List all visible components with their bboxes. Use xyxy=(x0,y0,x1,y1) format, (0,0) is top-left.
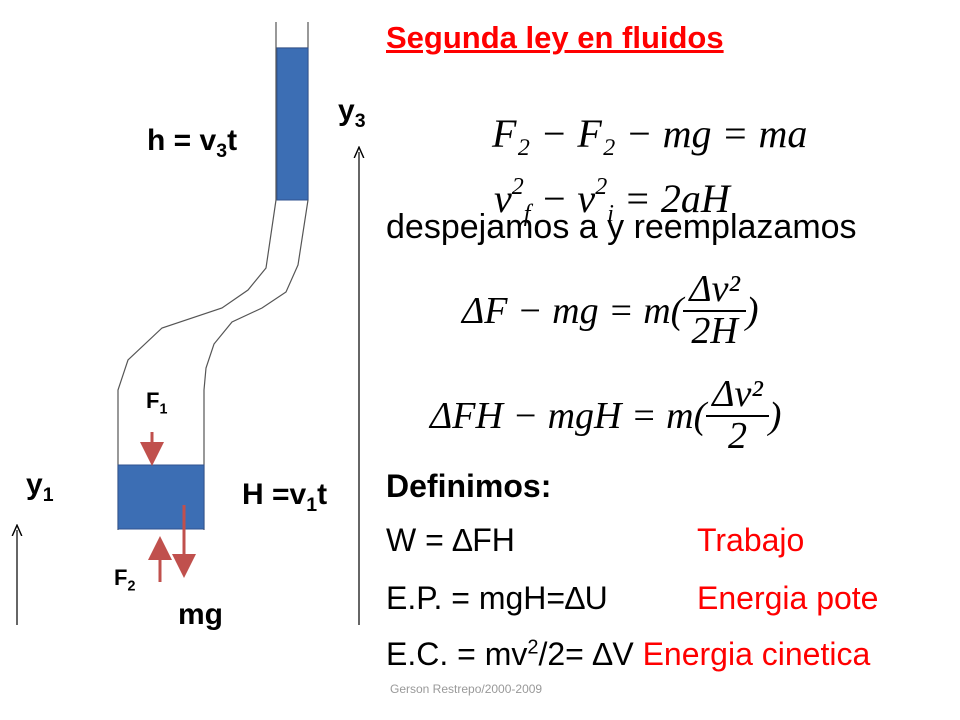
eq2-rhs: = 2aH xyxy=(613,176,730,221)
definition-w: W = ∆FH xyxy=(386,522,515,558)
eq3-denominator: 2H xyxy=(691,309,738,352)
definition-ec-post: /2= ∆V xyxy=(538,636,634,672)
upper-fluid-block xyxy=(276,47,309,201)
label-y1-text: y xyxy=(26,468,43,501)
eq2-v-final: ν xyxy=(494,176,512,221)
label-H-text: H =v xyxy=(242,478,307,511)
label-y1: y1 xyxy=(26,468,54,507)
eq3-left: ΔF − mg = m( xyxy=(462,289,684,332)
eq2-sub-f: f xyxy=(523,201,531,227)
label-h-text: h = v xyxy=(147,124,217,157)
label-y3: y3 xyxy=(338,94,366,133)
label-f1-text: F xyxy=(146,388,160,413)
definition-ep-label: Energia pote xyxy=(697,580,879,616)
eq2-sup-2: 2 xyxy=(595,174,608,200)
label-H-sub: 1 xyxy=(306,494,318,516)
label-h: h = v3t xyxy=(147,124,237,163)
footer-credit: Gerson Restrepo/2000-2009 xyxy=(390,682,543,696)
label-f2-text: F xyxy=(114,565,128,590)
eq2-sub-i: i xyxy=(607,201,614,227)
equation-2: ν2f − ν2i = 2aH xyxy=(494,174,730,228)
label-y3-text: y xyxy=(338,94,355,127)
label-f1: F1 xyxy=(146,388,167,417)
definition-ec-label: Energia cinetica xyxy=(642,636,871,672)
definition-ep: E.P. = mgH=∆U xyxy=(386,580,608,616)
label-y1-sub: 1 xyxy=(42,484,54,506)
eq4-left: ΔFH − mgH = m( xyxy=(430,394,707,437)
definition-w-label: Trabajo xyxy=(697,522,805,558)
eq4-numerator: Δν² xyxy=(706,374,769,417)
definition-ec-pre: E.C. = mv xyxy=(386,636,528,672)
label-H-t: t xyxy=(317,478,328,511)
page-title: Segunda ley en fluidos xyxy=(386,20,724,55)
label-f2-sub: 2 xyxy=(127,578,136,595)
label-mg: mg xyxy=(178,598,223,631)
label-y3-sub: 3 xyxy=(354,110,366,132)
label-f2: F2 xyxy=(114,565,135,594)
label-h-sub: 3 xyxy=(216,140,228,162)
eq3-numerator: Δν² xyxy=(683,269,746,312)
eq3-right: ) xyxy=(745,289,759,332)
eq2-sup-1: 2 xyxy=(511,174,524,200)
eq4-right: ) xyxy=(768,394,782,437)
definition-ec: E.C. = mv2/2= ∆V Energia cinetica xyxy=(386,636,870,673)
tube-right-wall xyxy=(203,199,309,465)
lower-fluid-block xyxy=(117,464,205,530)
eq2-v-initial: − ν xyxy=(530,176,596,221)
eq4-denominator: 2 xyxy=(728,414,748,457)
tube-left-wall xyxy=(117,199,277,465)
definitions-heading: Definimos: xyxy=(386,468,552,504)
label-f1-sub: 1 xyxy=(159,401,168,418)
despejamos-text: despejamos a y reemplazamos xyxy=(386,208,857,246)
definition-ec-sup: 2 xyxy=(527,636,539,659)
equation-1: F₂ − F₂ − mg = ma xyxy=(492,111,808,156)
label-h-t: t xyxy=(227,124,238,157)
label-H: H =v1t xyxy=(242,478,327,517)
